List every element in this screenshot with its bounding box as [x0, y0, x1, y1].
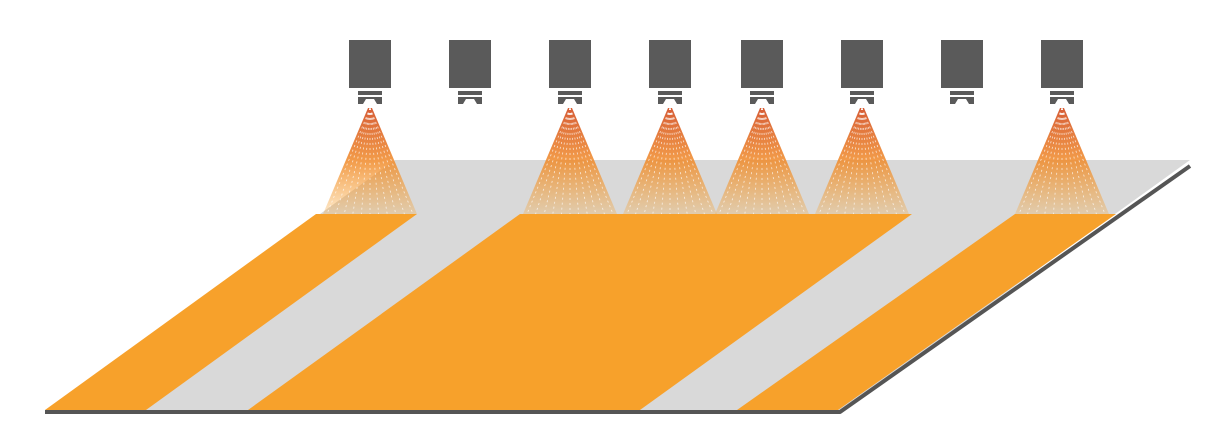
nozzle-collar: [950, 91, 974, 95]
nozzle-tip: [850, 97, 874, 104]
spray-cone: [815, 107, 909, 215]
nozzle-tip: [458, 97, 482, 104]
nozzle-collar: [750, 91, 774, 95]
spray-cone: [715, 107, 809, 215]
nozzle-tip: [358, 97, 382, 104]
nozzle-tip: [750, 97, 774, 104]
nozzle-collar: [850, 91, 874, 95]
nozzle-body: [649, 40, 691, 88]
nozzle-tip: [950, 97, 974, 104]
nozzle-1: [323, 40, 417, 215]
spray-cone: [523, 107, 617, 215]
spray-cone: [323, 107, 417, 215]
nozzle-7: [941, 40, 983, 104]
nozzle-body: [349, 40, 391, 88]
nozzle-body: [741, 40, 783, 88]
spray-cone: [1015, 107, 1109, 215]
spray-cone: [623, 107, 717, 215]
nozzle-body: [549, 40, 591, 88]
coating-stripe: [737, 214, 1116, 410]
coating-stripe: [45, 214, 417, 410]
substrate-edge: [45, 164, 1192, 414]
nozzle-3: [523, 40, 617, 215]
nozzle-collar: [458, 91, 482, 95]
nozzle-tip: [558, 97, 582, 104]
nozzle-collar: [558, 91, 582, 95]
nozzle-6: [815, 40, 909, 215]
nozzle-collar: [358, 91, 382, 95]
nozzle-8: [1015, 40, 1109, 215]
nozzle-array: [323, 40, 1109, 215]
nozzle-tip: [1050, 97, 1074, 104]
nozzle-collar: [1050, 91, 1074, 95]
nozzle-body: [449, 40, 491, 88]
nozzle-body: [841, 40, 883, 88]
nozzle-4: [623, 40, 717, 215]
nozzle-body: [1041, 40, 1083, 88]
coating-stripe: [248, 214, 912, 410]
nozzle-body: [941, 40, 983, 88]
nozzle-5: [715, 40, 809, 215]
nozzle-2: [449, 40, 491, 104]
nozzle-collar: [658, 91, 682, 95]
nozzle-tip: [658, 97, 682, 104]
